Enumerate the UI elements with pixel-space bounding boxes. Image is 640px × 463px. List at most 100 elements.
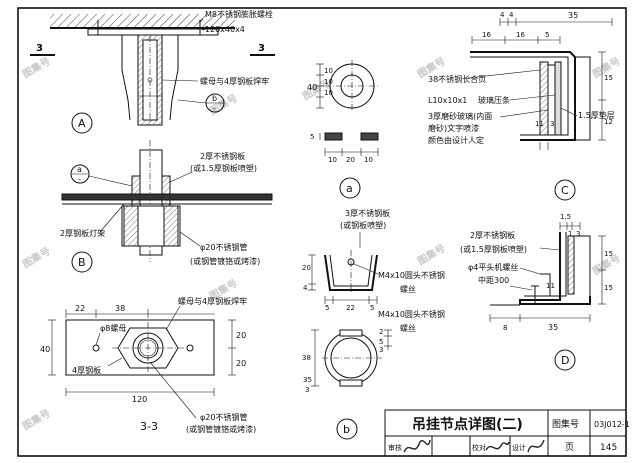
watermark: 图集号: [415, 241, 447, 267]
dim-C-4a: 4: [500, 11, 505, 19]
detail-label-b: b: [343, 423, 350, 436]
dim-b-r3: 3: [379, 346, 383, 354]
dim-b-4: 4: [303, 284, 308, 292]
dim-b-20: 20: [302, 264, 311, 272]
page-no: 145: [600, 443, 617, 453]
dim-C-12: 12: [604, 118, 613, 126]
dim-b-5a: 5: [325, 304, 329, 312]
watermark-group: 图集号 图集号 图集号 图集号 图集号 图集号 图集号 图集号 图集号 图集号: [20, 54, 622, 432]
detail-B: a - 2厚不锈钢板 (或1.5厚钢板喷塑) 2厚钢板灯架 φ20不锈钢管 (或…: [60, 140, 273, 273]
callout-angle: L10x10x1: [428, 96, 467, 105]
dim-D-15a: 15: [604, 250, 613, 258]
detail-a: 10 10 10 40 5 10 20 10 a: [307, 60, 380, 199]
dim-a-h10a: 10: [328, 156, 337, 164]
dim-C-16a: 16: [482, 31, 491, 39]
callout-pipe-note: (或钢管镀铬或烤漆): [190, 256, 260, 266]
callout-D-screw: φ4平头机螺丝: [468, 262, 518, 272]
dim-b-35: 35: [303, 376, 312, 384]
watermark: 图集号: [20, 244, 52, 270]
dim-D-11: 11: [546, 282, 555, 290]
check-label: 校对: [472, 443, 486, 452]
signature-check: [485, 441, 510, 451]
marker-a-top: a: [77, 165, 82, 174]
dim-b-5b: 5: [370, 304, 374, 312]
dim-D-1: 1: [568, 230, 572, 238]
dim-C-3: 3: [550, 120, 554, 128]
dim-C-4b: 4: [509, 11, 514, 19]
dim-20a: 20: [236, 331, 246, 340]
dim-20b: 20: [236, 359, 246, 368]
detail-label-D: D: [561, 354, 569, 367]
callout-tube-top: 2厚不锈钢板: [200, 151, 245, 161]
dim-a-10c: 10: [324, 89, 333, 97]
watermark: 图集号: [20, 54, 52, 80]
callout-D-spacing: 中距300: [478, 275, 509, 285]
dim-D-3: 3: [576, 230, 580, 238]
detail-A: 3 3 M8不锈钢膨胀螺栓 -120x40x4 螺母与4厚钢板焊牢 b - A: [30, 9, 275, 134]
section-3-3: 22 38 40 20 20 120 螺母与4厚钢板焊牢 φ8螺母: [40, 296, 256, 434]
dim-a-h10b: 10: [364, 156, 373, 164]
dim-b-r2: 2: [379, 328, 383, 336]
callout-D-plate: 2厚不锈钢板: [470, 230, 515, 240]
drawing-title: 吊挂节点详图(二): [412, 416, 523, 433]
dim-a-10a: 10: [324, 67, 333, 75]
dim-a-5: 5: [310, 133, 314, 141]
callout-b-screw2: 螺丝: [400, 284, 416, 294]
dim-38: 38: [115, 304, 125, 313]
dim-120: 120: [132, 395, 147, 404]
callout-tube-note: (或1.5厚钢板喷塑): [190, 163, 257, 173]
dim-a-h20: 20: [346, 156, 355, 164]
detail-C: 4 4 35 16 16 5 15 12 11 3 38不锈钢长合页 L10x1…: [428, 11, 615, 201]
signature-design: [527, 439, 545, 453]
section-title-3-3: 3-3: [140, 420, 158, 433]
callout-pipe: φ20不锈钢管: [200, 242, 247, 252]
dim-C-35: 35: [568, 11, 578, 20]
callout-glass2: 磨砂)文字喷漆: [428, 123, 479, 133]
ceiling-slab: [50, 14, 235, 28]
atlas-no-label: 图集号: [552, 418, 579, 430]
callout-frame: 2厚钢板灯架: [60, 228, 105, 238]
detail-label-A: A: [78, 117, 86, 130]
callout-pad: 1.5厚垫层: [578, 110, 615, 120]
dim-40: 40: [40, 345, 50, 354]
section-cut-label: 3: [258, 43, 265, 54]
dim-b-3: 3: [305, 386, 309, 394]
marker-b-bottom: -: [213, 104, 216, 113]
dim-b-38: 38: [302, 354, 311, 362]
marker-b-top: b: [212, 94, 217, 103]
review-label: 审核: [388, 443, 402, 452]
callout-plate-33: 4厚钢板: [72, 365, 101, 375]
marker-a-bottom: -: [78, 175, 81, 184]
callout-pipe-33: φ20不锈钢管: [200, 412, 247, 422]
callout-plate: -120x40x4: [202, 25, 245, 34]
callout-b-plate-note: (或钢板喷塑): [340, 220, 386, 230]
dim-C-5: 5: [545, 31, 549, 39]
title-block: 吊挂节点详图(二) 图集号 03J012-1 页 145 审核 校对 设计: [384, 409, 630, 457]
dim-C-16b: 16: [516, 31, 525, 39]
callout-b-bottom-screw: M4x10圆头不锈钢: [378, 309, 445, 319]
callout-glass1: 3厚磨砂玻璃(内面: [428, 111, 492, 121]
callout-b-bottom-screw2: 螺丝: [400, 323, 416, 333]
detail-D: 1.5 1 3 15 15 11 8 35 2厚不锈钢板 (或1.5厚钢板喷塑)…: [460, 213, 613, 371]
dim-D-8: 8: [503, 324, 507, 332]
detail-label-B: B: [78, 256, 86, 269]
callout-b-screw: M4x10圆头不锈钢: [378, 270, 445, 280]
callout-weld-33: 螺母与4厚钢板焊牢: [178, 296, 247, 306]
callout-D-plate-note: (或1.5厚钢板喷塑): [460, 244, 527, 254]
detail-label-C: C: [561, 184, 569, 197]
dim-C-15: 15: [604, 74, 613, 82]
callout-bolt: M8不锈钢膨胀螺栓: [205, 9, 273, 19]
callout-pipe-note-33: (或钢管镀铬或烤漆): [186, 424, 256, 434]
sheet-border: [17, 7, 627, 457]
callout-nut: φ8螺母: [100, 323, 126, 333]
dim-a-40: 40: [307, 83, 317, 92]
callout-b-plate: 3厚不锈钢板: [345, 208, 390, 218]
detail-b: 3厚不锈钢板 (或钢板喷塑) 20 4 5 22 5 M4x10圆头不锈钢 螺丝: [302, 208, 445, 440]
dim-D-1.5: 1.5: [560, 213, 571, 221]
dim-D-15b: 15: [604, 284, 613, 292]
dim-22: 22: [75, 304, 85, 313]
page-label: 页: [565, 442, 574, 453]
dim-a-10b: 10: [324, 78, 333, 86]
section-cut-label: 3: [36, 43, 43, 54]
